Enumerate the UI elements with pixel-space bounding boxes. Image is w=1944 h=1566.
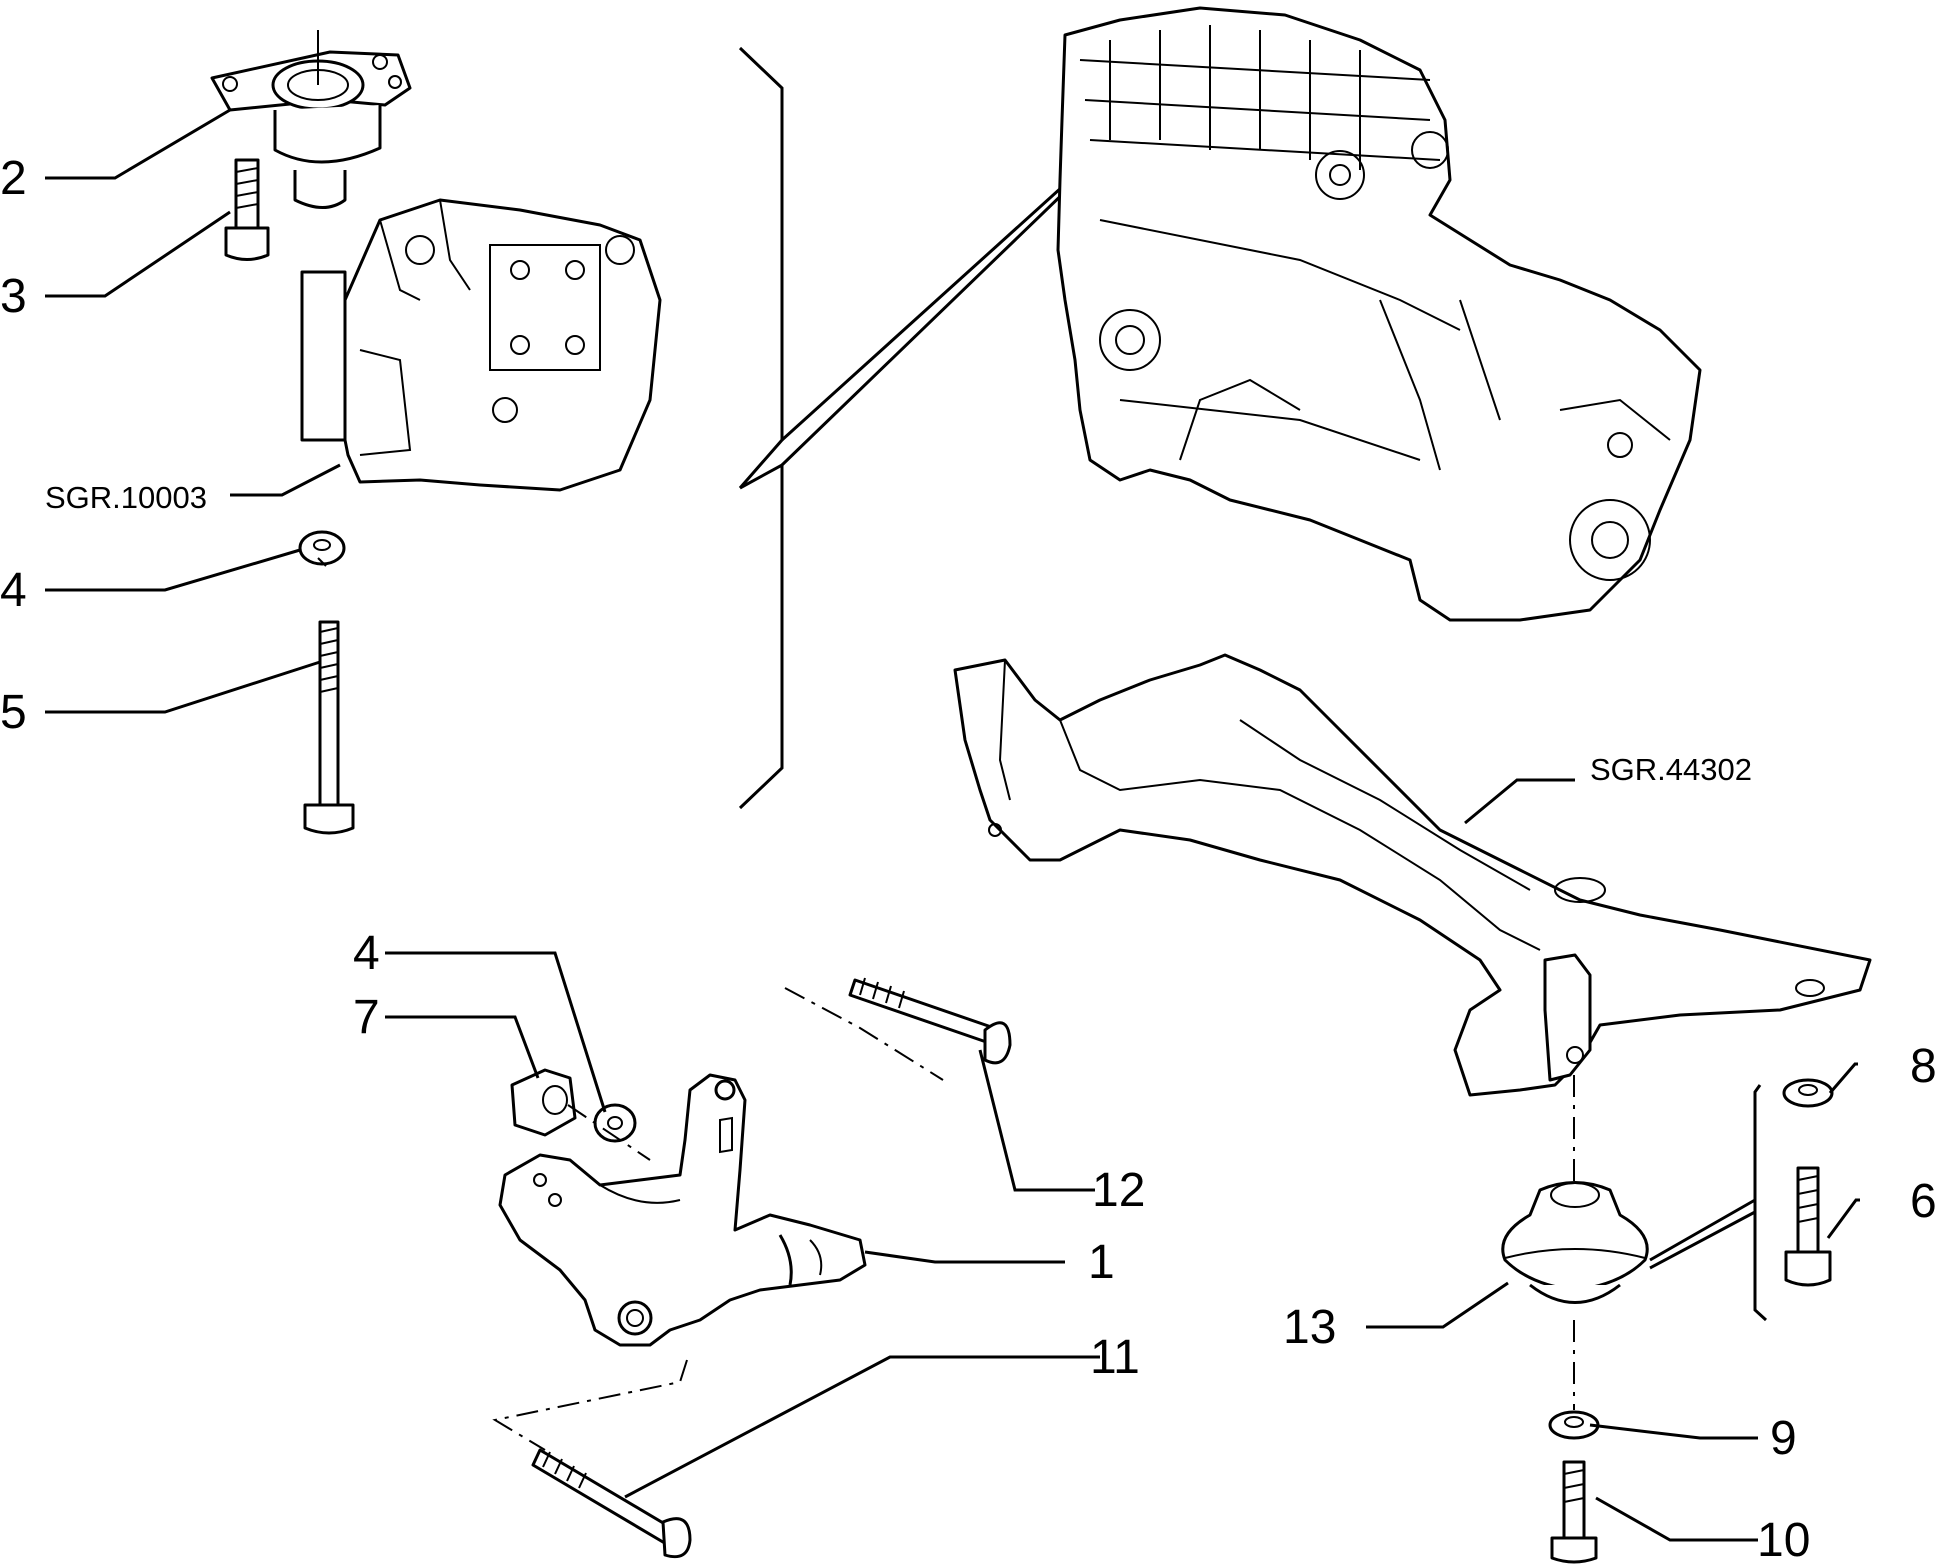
label-9: 9 [1770,1412,1797,1465]
label-10: 10 [1757,1514,1810,1566]
label-4-mid: 4 [353,927,380,980]
group-bracket-right [1649,1084,1768,1322]
group-bracket-left [738,46,1074,810]
label-1: 1 [1088,1236,1115,1289]
label-6: 6 [1910,1175,1937,1228]
spring-washer-top [298,530,346,567]
leader-lines [45,108,1860,1542]
label-4-top: 4 [0,564,27,617]
label-13: 13 [1283,1301,1336,1354]
engine-gearbox-assembly [1056,6,1702,622]
label-8: 8 [1910,1040,1937,1093]
label-11: 11 [1090,1331,1140,1384]
spring-washer-mid [567,1103,651,1161]
label-7: 7 [353,991,380,1044]
lower-mount-bolt [1550,1460,1598,1564]
label-5: 5 [0,686,27,739]
bracket-pivot-bolt [492,1359,692,1559]
gearbox-support [300,198,662,492]
spacer-bush [510,1068,577,1137]
rubber-mount [1501,1181,1649,1410]
label-sgr-10003: SGR.10003 [45,480,207,515]
label-3: 3 [0,270,27,323]
engine-mount-bracket [498,1073,867,1347]
front-subframe [953,653,1872,1190]
label-sgr-44302: SGR.44302 [1590,752,1752,787]
upper-engine-mount [210,30,412,209]
bracket-upper-bolt [784,977,1012,1081]
label-2: 2 [0,152,27,205]
upper-mount-bolt [224,158,270,261]
label-12: 12 [1092,1164,1145,1217]
long-through-bolt [303,620,355,835]
callout-labels: 2 3 SGR.10003 4 5 4 7 12 1 11 SGR.44302 … [0,152,1937,1566]
washer-upper [1782,1078,1834,1108]
rubber-mount-bolt [1784,1166,1832,1287]
